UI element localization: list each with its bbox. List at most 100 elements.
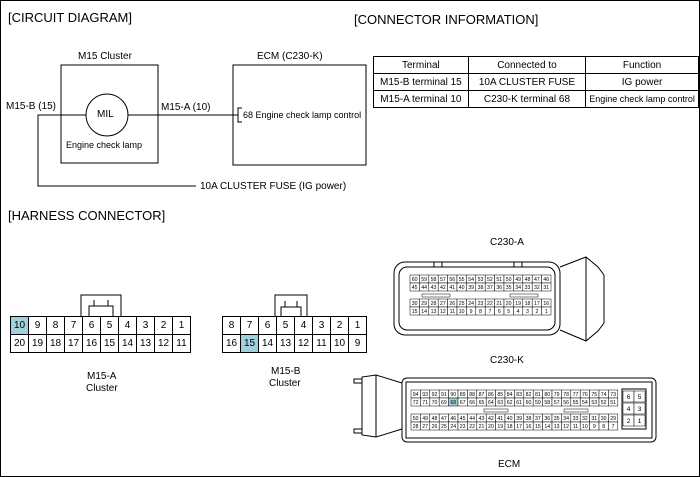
connector-tab bbox=[433, 261, 443, 268]
pin-number: 41 bbox=[449, 285, 455, 291]
pin-number: 43 bbox=[431, 285, 437, 291]
pin-number: 64 bbox=[488, 400, 494, 406]
pin-number: 17 bbox=[534, 301, 540, 307]
pin: 18 bbox=[46, 334, 65, 353]
pin-number: 59 bbox=[421, 277, 427, 283]
pin-number: 93 bbox=[422, 392, 428, 398]
pin-number: 54 bbox=[582, 400, 588, 406]
pin-number: 42 bbox=[488, 416, 494, 422]
pin-number: 24 bbox=[450, 424, 456, 430]
pin: 19 bbox=[28, 334, 47, 353]
pin-number: 41 bbox=[497, 416, 503, 422]
pin bbox=[608, 421, 619, 431]
pin-number: 9 bbox=[593, 424, 596, 430]
pin-number: 7 bbox=[488, 309, 491, 315]
pin-number: 56 bbox=[563, 400, 569, 406]
pin: 12 bbox=[154, 334, 173, 353]
pin-number: 18 bbox=[507, 424, 513, 430]
pin-number: 91 bbox=[441, 392, 447, 398]
pin-number: 53 bbox=[591, 400, 597, 406]
pin-number: 36 bbox=[544, 416, 550, 422]
pin-number: 12 bbox=[563, 424, 569, 430]
pin-number: 1 bbox=[638, 418, 642, 425]
pin-number: 8 bbox=[479, 309, 482, 315]
pin: 4 bbox=[118, 316, 137, 335]
pin bbox=[633, 402, 646, 415]
pin-number: 27 bbox=[440, 301, 446, 307]
ecm-caption: ECM bbox=[498, 459, 521, 470]
pin-number: 13 bbox=[431, 309, 437, 315]
pin-number: 22 bbox=[469, 424, 475, 430]
pin-number: 45 bbox=[412, 285, 418, 291]
pin-number: 26 bbox=[432, 424, 438, 430]
pin bbox=[541, 306, 552, 316]
pin-number: 27 bbox=[422, 424, 428, 430]
pin-number: 43 bbox=[479, 416, 485, 422]
connector-cable-hood bbox=[559, 256, 605, 342]
pin bbox=[541, 282, 552, 292]
pin-number: 71 bbox=[422, 400, 428, 406]
fuse-label: 10A CLUSTER FUSE (IG power) bbox=[200, 181, 347, 192]
pin-number: 85 bbox=[497, 392, 503, 398]
pin-number: 38 bbox=[478, 285, 484, 291]
pin-number: 73 bbox=[610, 392, 616, 398]
pin-number: 86 bbox=[488, 392, 494, 398]
pin-number: 84 bbox=[507, 392, 513, 398]
pin bbox=[633, 390, 646, 403]
pin-number: 88 bbox=[469, 392, 475, 398]
table-cell: M15-B terminal 15 bbox=[373, 73, 469, 91]
ecm-title: ECM (C230-K) bbox=[257, 51, 323, 62]
pin-number: 23 bbox=[460, 424, 466, 430]
pin-number: 58 bbox=[431, 277, 437, 283]
pin-number: 51 bbox=[610, 400, 616, 406]
pin-number: 57 bbox=[554, 400, 560, 406]
pin-number: 37 bbox=[535, 416, 541, 422]
connector-tab bbox=[353, 378, 363, 384]
pin: 11 bbox=[172, 334, 191, 353]
pin-number: 54 bbox=[468, 277, 474, 283]
pin-number: 8 bbox=[602, 424, 605, 430]
pin-number: 72 bbox=[413, 400, 419, 406]
pin-number: 82 bbox=[526, 392, 532, 398]
pin-number: 94 bbox=[413, 392, 419, 398]
pin-number: 44 bbox=[421, 285, 427, 291]
connector-body bbox=[393, 261, 561, 336]
c230a-label: C230-A bbox=[490, 237, 524, 248]
pin-number: 52 bbox=[601, 400, 607, 406]
pin-number: 49 bbox=[515, 277, 521, 283]
pin-number: 4 bbox=[517, 309, 520, 315]
pin-number: 56 bbox=[449, 277, 455, 283]
pin-number: 17 bbox=[516, 424, 522, 430]
table-cell: 10A CLUSTER FUSE bbox=[467, 73, 587, 91]
pin-number: 6 bbox=[627, 394, 631, 401]
pin-number: 20 bbox=[488, 424, 494, 430]
pin-number: 68 bbox=[450, 400, 456, 406]
fuse-wire bbox=[37, 114, 196, 187]
pin-number: 13 bbox=[554, 424, 560, 430]
pin-number: 60 bbox=[526, 400, 532, 406]
pin-number: 26 bbox=[449, 301, 455, 307]
pin-number: 55 bbox=[459, 277, 465, 283]
pin-number: 83 bbox=[516, 392, 522, 398]
connector-tab bbox=[513, 261, 523, 268]
pin-number: 21 bbox=[479, 424, 485, 430]
pin-number: 11 bbox=[573, 424, 578, 430]
connector-body bbox=[401, 377, 657, 443]
pin-number: 35 bbox=[506, 285, 512, 291]
pin-number: 40 bbox=[507, 416, 513, 422]
pin: 5 bbox=[276, 316, 295, 335]
pin-number: 55 bbox=[573, 400, 579, 406]
pin-number: 80 bbox=[544, 392, 550, 398]
connector-tab bbox=[353, 428, 363, 434]
cluster-title: M15 Cluster bbox=[78, 51, 132, 62]
pin-number: 60 bbox=[412, 277, 418, 283]
pin-number: 70 bbox=[432, 400, 438, 406]
pin: 17 bbox=[64, 334, 83, 353]
pin-number: 19 bbox=[497, 424, 503, 430]
m15a-subtitle: Cluster bbox=[86, 383, 118, 394]
pin: 11 bbox=[312, 334, 331, 353]
pin-number: 50 bbox=[506, 277, 512, 283]
